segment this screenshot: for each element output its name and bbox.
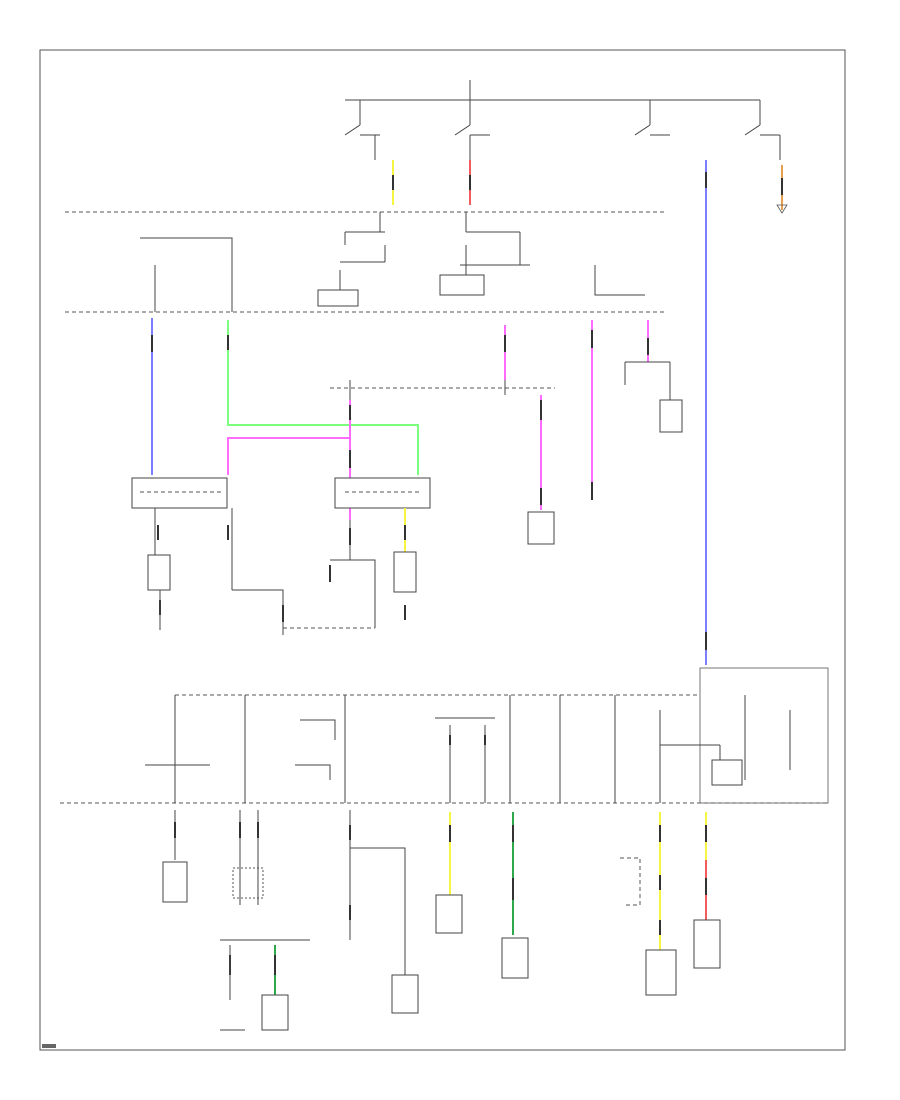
wire-right-stub (594, 265, 645, 296)
component-box-bottom-6 (501, 937, 529, 979)
ground-symbol-top (776, 204, 788, 214)
switch-contact-4 (744, 100, 781, 160)
switch-contact-3 (634, 100, 670, 136)
component-box-bottom-2 (232, 867, 264, 899)
footer-code-mark (42, 1044, 56, 1048)
component-box-bottom-7 (645, 949, 677, 996)
component-box-bottom-5 (435, 894, 463, 934)
ignition-switch-section (344, 80, 781, 160)
component-box-bottom-1 (162, 861, 188, 903)
connector-bottom-right-dashed (620, 857, 641, 906)
wire-top-left-feed (140, 237, 233, 312)
wire-magenta-crossing (227, 437, 351, 475)
module-center (334, 477, 431, 509)
component-box-lower-center (393, 551, 417, 593)
component-box-bottom-8 (693, 919, 721, 969)
component-box-bottom-3 (261, 994, 289, 1031)
component-box-mid-right (527, 511, 555, 545)
component-box-lower-left (147, 554, 171, 591)
switch-contact-1 (344, 100, 380, 160)
wire-green-crossing (227, 320, 419, 475)
switch-contact-2 (454, 100, 490, 160)
component-box-bottom-4 (391, 974, 419, 1014)
relay-block-upper (317, 212, 386, 307)
diagram-frame (39, 49, 846, 1051)
relay-block-mid (439, 212, 530, 296)
lower-fuse-row (145, 695, 791, 803)
component-box-right-upper (659, 399, 683, 433)
module-left (131, 477, 228, 509)
